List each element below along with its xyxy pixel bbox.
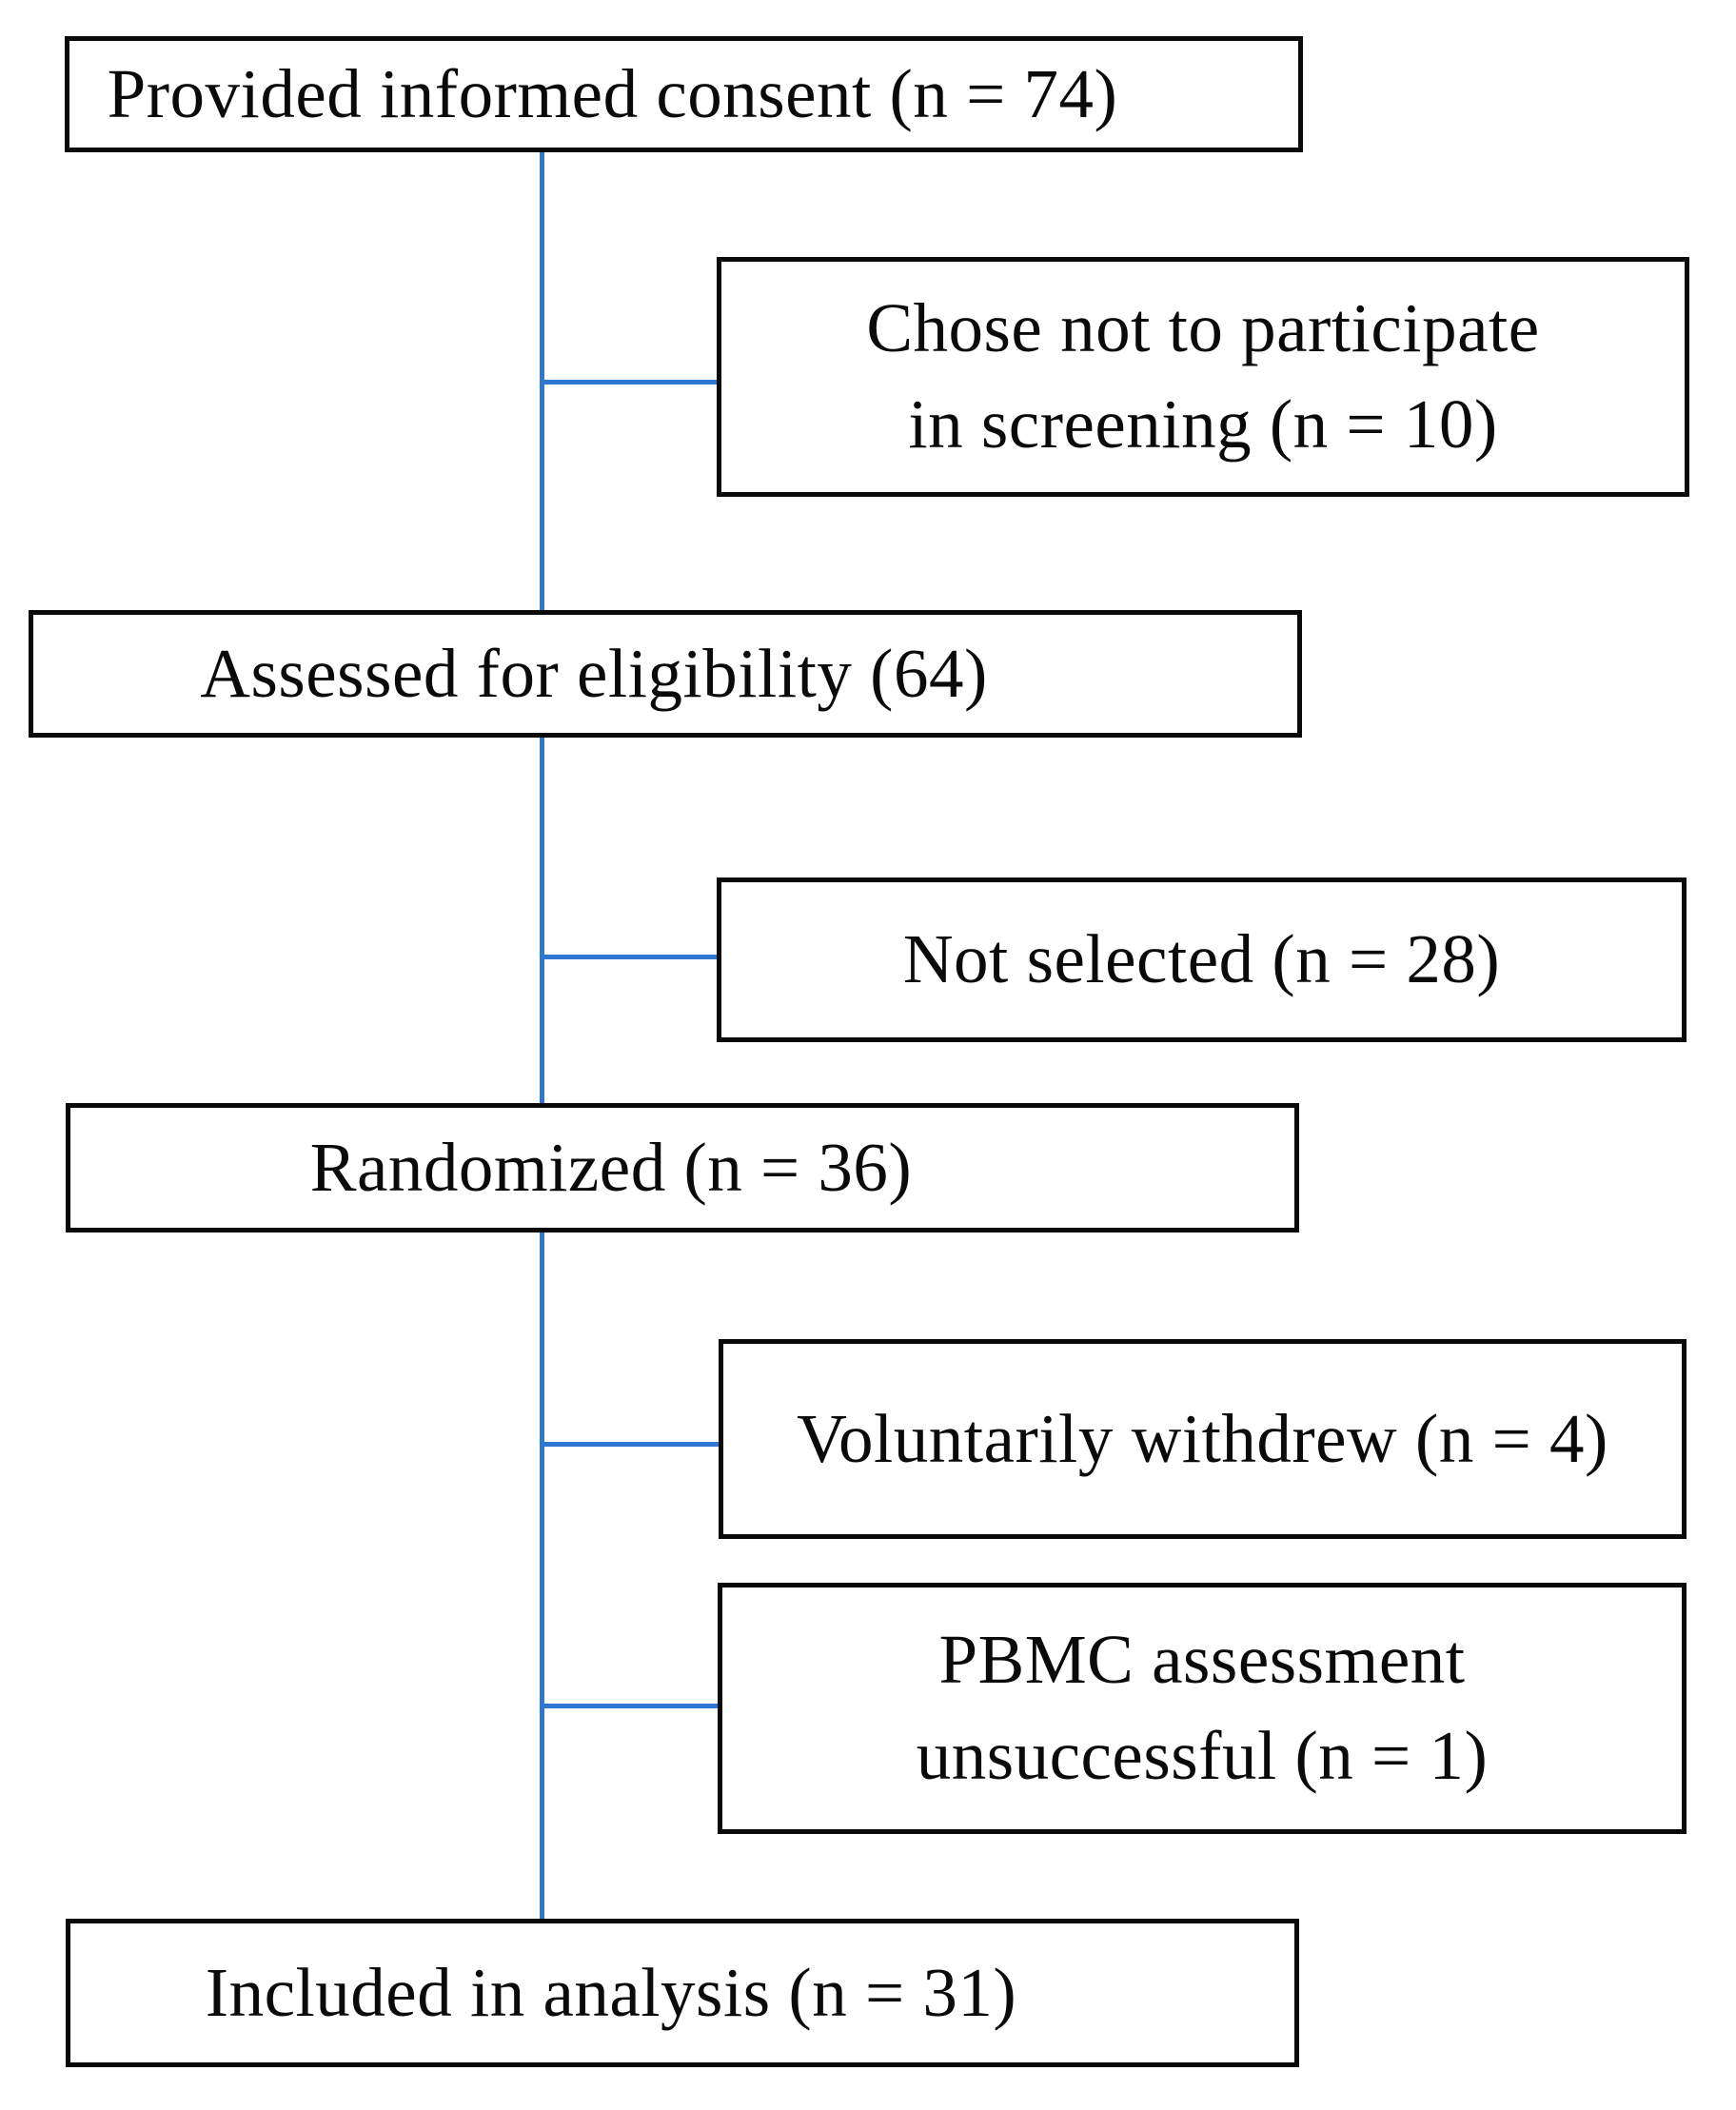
node-label: Voluntarily withdrew (n = 4) <box>797 1399 1608 1477</box>
connector-stub-pbmc <box>542 1704 720 1708</box>
node-provided-informed-consent: Provided informed consent (n = 74) <box>65 36 1303 152</box>
node-label: Assessed for eligibility (64) <box>200 634 988 712</box>
node-randomized: Randomized (n = 36) <box>66 1103 1299 1232</box>
node-label-line: unsuccessful (n = 1) <box>916 1717 1489 1794</box>
node-chose-not-to-participate: Chose not to participate in screening (n… <box>717 257 1689 497</box>
connector-stub-not-selected <box>542 955 720 959</box>
connector-trunk-line <box>540 152 544 1919</box>
node-included-in-analysis: Included in analysis (n = 31) <box>66 1919 1299 2067</box>
node-label-line: PBMC assessment <box>938 1621 1466 1699</box>
node-voluntarily-withdrew: Voluntarily withdrew (n = 4) <box>719 1339 1687 1539</box>
node-assessed-for-eligibility: Assessed for eligibility (64) <box>29 610 1302 738</box>
node-label: Not selected (n = 28) <box>902 920 1501 998</box>
connector-stub-withdrew <box>542 1442 720 1447</box>
node-label: Randomized (n = 36) <box>309 1128 913 1206</box>
node-label-line: Chose not to participate <box>866 289 1540 367</box>
node-label: Provided informed consent (n = 74) <box>107 54 1118 132</box>
node-not-selected: Not selected (n = 28) <box>717 878 1687 1042</box>
node-label-line: in screening (n = 10) <box>908 385 1498 463</box>
node-label: Included in analysis (n = 31) <box>205 1953 1017 2031</box>
connector-stub-chose-not <box>542 380 720 385</box>
node-pbmc-assessment-unsuccessful: PBMC assessment unsuccessful (n = 1) <box>718 1583 1687 1834</box>
